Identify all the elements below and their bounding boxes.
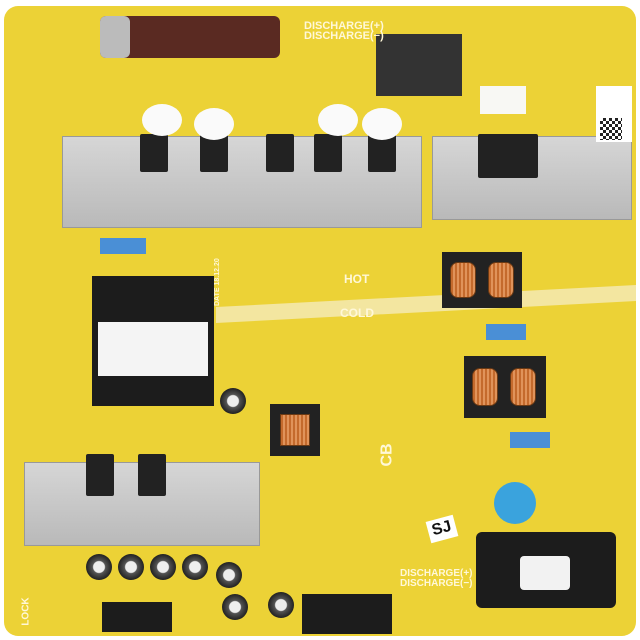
sj-label: SJ bbox=[425, 514, 458, 544]
discharge-plus-label: DISCHARGE(+) bbox=[304, 20, 384, 32]
cold-label: COLD bbox=[340, 306, 374, 320]
discharge-minus-label: DISCHARGE(−) bbox=[304, 30, 384, 42]
ac-inlet-socket bbox=[520, 556, 570, 590]
transistor bbox=[266, 134, 294, 172]
capacitor-end bbox=[100, 16, 130, 58]
coil bbox=[450, 262, 476, 298]
cb-label: CB bbox=[378, 443, 396, 467]
transistor bbox=[314, 134, 342, 172]
transistor bbox=[368, 134, 396, 172]
transistor bbox=[478, 134, 538, 178]
electrolytic-capacitor bbox=[100, 16, 280, 58]
output-connector bbox=[302, 594, 392, 634]
lock-label: LOCK bbox=[20, 597, 32, 626]
date-label: DATE 18.12.20 bbox=[214, 258, 221, 306]
discharge-plus-bottom-label: DISCHARGE(+) bbox=[400, 568, 473, 579]
transistor bbox=[138, 454, 166, 496]
capacitor bbox=[268, 592, 294, 618]
capacitor bbox=[220, 388, 246, 414]
capacitor bbox=[118, 554, 144, 580]
transistor bbox=[200, 134, 228, 172]
relay bbox=[480, 86, 526, 114]
pcb-board: DISCHARGE(+) DISCHARGE(−) HOT COLD DATE … bbox=[4, 6, 636, 636]
insulator bbox=[318, 104, 358, 136]
insulator bbox=[194, 108, 234, 140]
capacitor bbox=[216, 562, 242, 588]
transistor bbox=[86, 454, 114, 496]
varistor bbox=[494, 482, 536, 524]
insulator bbox=[362, 108, 402, 140]
capacitor bbox=[182, 554, 208, 580]
film-capacitor bbox=[510, 432, 550, 448]
film-capacitor bbox=[486, 324, 526, 340]
capacitor bbox=[86, 554, 112, 580]
insulator bbox=[142, 104, 182, 136]
coil bbox=[280, 414, 310, 446]
capacitor bbox=[150, 554, 176, 580]
transistor bbox=[140, 134, 168, 172]
qr-code bbox=[600, 118, 622, 140]
output-connector bbox=[102, 602, 172, 632]
coil bbox=[488, 262, 514, 298]
discharge-minus-bottom-label: DISCHARGE(−) bbox=[400, 578, 473, 589]
coil bbox=[472, 368, 498, 406]
transformer-label bbox=[98, 322, 208, 376]
transformer-top bbox=[376, 34, 462, 96]
capacitor bbox=[222, 594, 248, 620]
isolation-band bbox=[216, 284, 636, 324]
coil bbox=[510, 368, 536, 406]
film-capacitor bbox=[100, 238, 146, 254]
heatsink-top-left bbox=[62, 136, 422, 228]
hot-label: HOT bbox=[344, 272, 370, 286]
